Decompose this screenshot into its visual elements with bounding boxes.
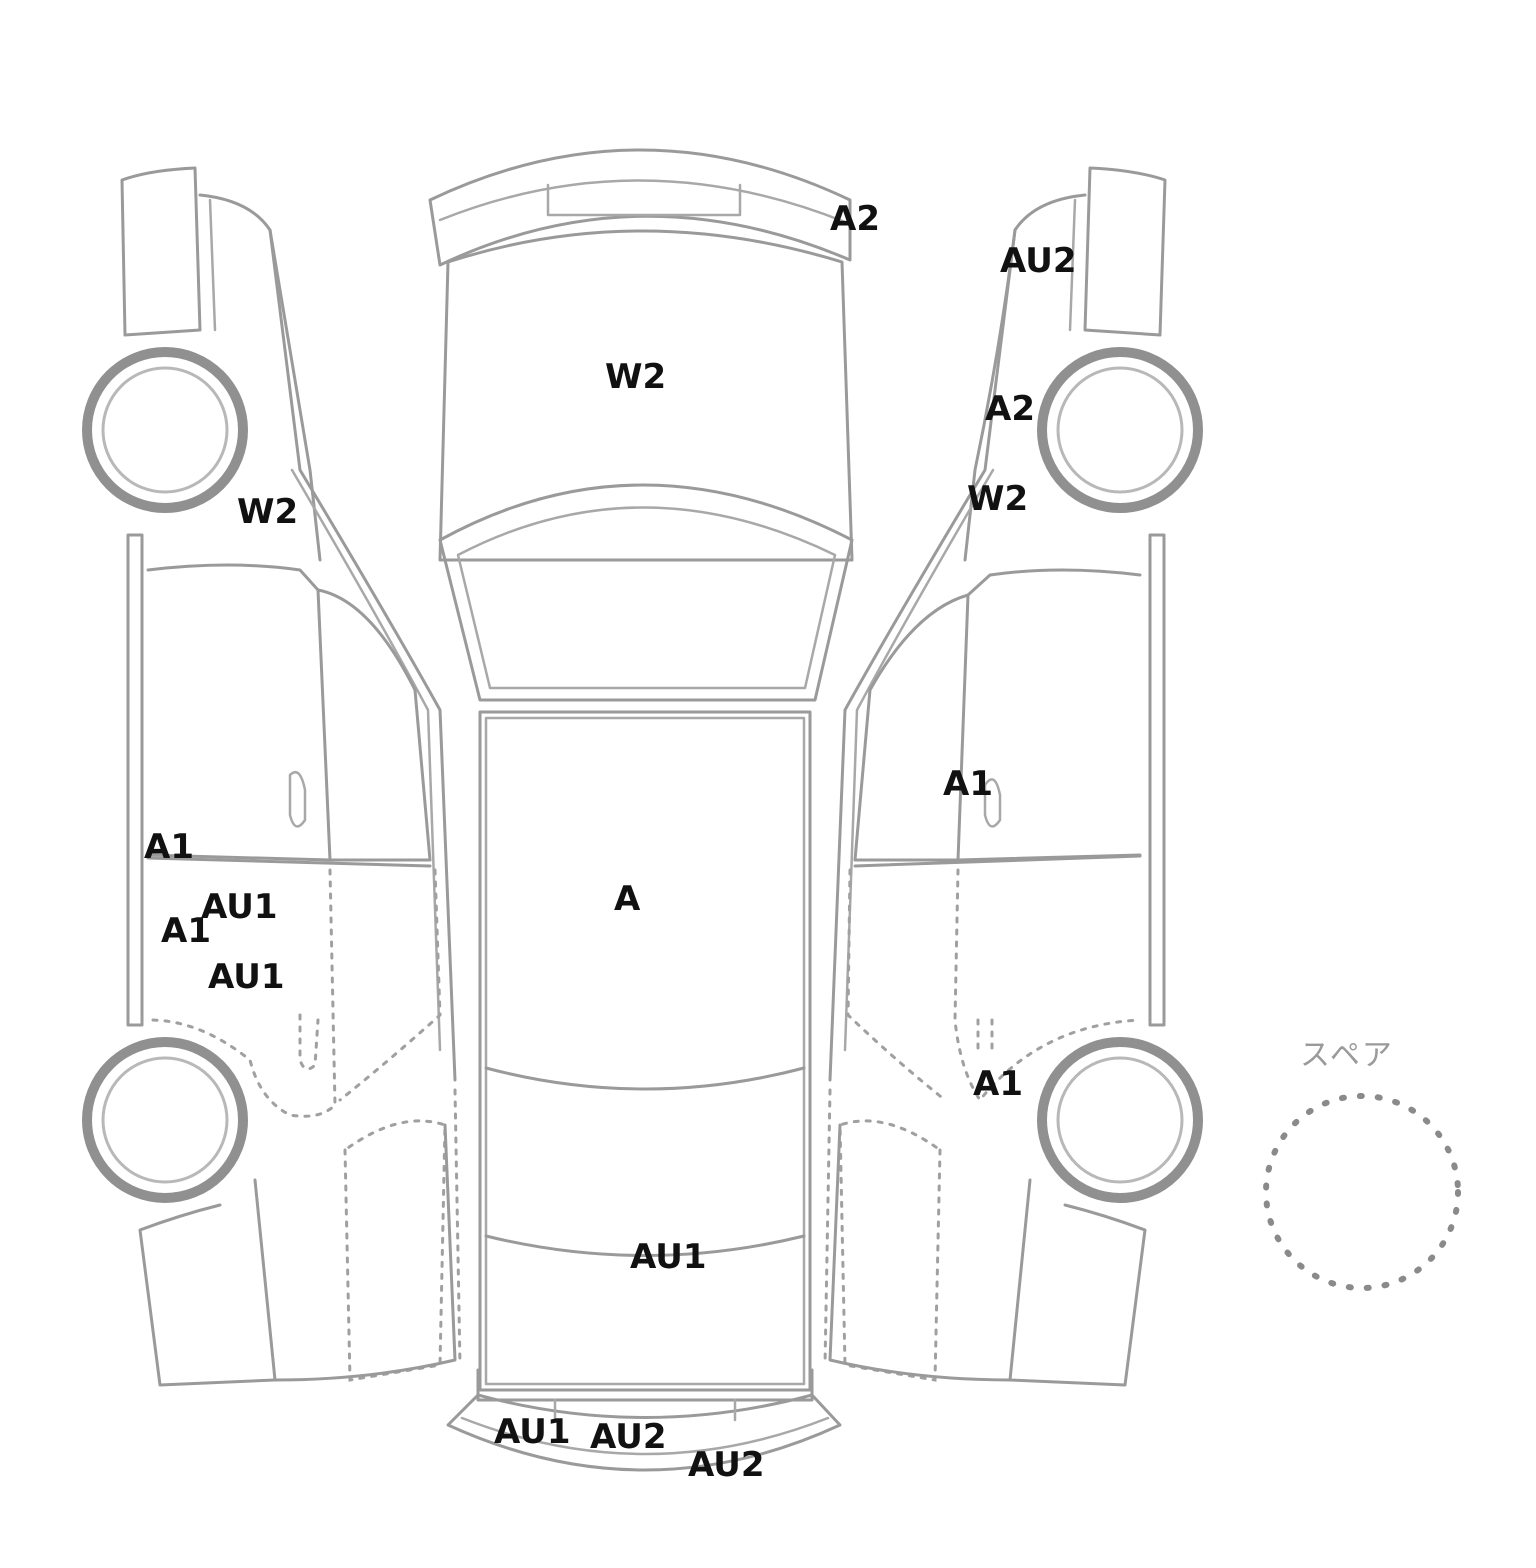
car-left-side-view (82, 166, 462, 1387)
damage-mark: AU1 (630, 1237, 707, 1277)
right-side-sill (1148, 533, 1166, 1027)
damage-mark: AU2 (590, 1417, 667, 1457)
right-rear-door (853, 593, 970, 862)
car-right-side-view (823, 166, 1203, 1387)
left-rear-door (316, 588, 432, 862)
trunk-line (484, 1234, 806, 1257)
right-front-tire (1037, 347, 1203, 513)
left-front-door (146, 563, 332, 862)
damage-mark: AU1 (494, 1412, 571, 1452)
right-rear-tire (1037, 1037, 1203, 1203)
damage-mark: W2 (967, 479, 1028, 519)
damage-mark: A1 (943, 764, 993, 804)
left-rear-bumper (138, 1178, 277, 1387)
damage-mark: W2 (605, 357, 666, 397)
hood-panel (438, 229, 854, 562)
left-side-sill (126, 533, 144, 1027)
damage-mark: A2 (985, 389, 1035, 429)
damage-mark: AU1 (201, 887, 278, 927)
right-rear-bumper (1008, 1178, 1147, 1387)
damage-mark: A1 (161, 911, 211, 951)
right-front-bumper (1083, 166, 1167, 337)
right-front-door (956, 568, 1142, 862)
left-rear-tire (82, 1037, 248, 1203)
spare-label: スペア (1300, 1038, 1394, 1073)
damage-mark: AU2 (688, 1445, 765, 1485)
left-front-tire (82, 347, 248, 513)
spare-tire-area: スペア (1263, 1038, 1461, 1291)
damage-marks: A2 AU2 W2 A2 W2 W2 A1 A1 AU1 A1 AU1 A A1… (144, 199, 1077, 1485)
damage-mark: A (614, 879, 641, 919)
damage-mark: W2 (237, 492, 298, 532)
damage-mark: AU1 (208, 957, 285, 997)
car-top-view (428, 148, 854, 1472)
rear-bumper (446, 1393, 842, 1472)
rear-window-line (484, 1066, 806, 1091)
spare-tire-circle (1263, 1093, 1461, 1291)
windshield (438, 483, 854, 702)
damage-mark: A2 (830, 199, 880, 239)
damage-mark: AU2 (1000, 241, 1077, 281)
roof-panel (478, 710, 812, 1392)
front-bumper (428, 148, 852, 267)
damage-mark: A1 (973, 1064, 1023, 1104)
damage-mark: A1 (144, 827, 194, 867)
left-front-bumper (120, 166, 202, 337)
